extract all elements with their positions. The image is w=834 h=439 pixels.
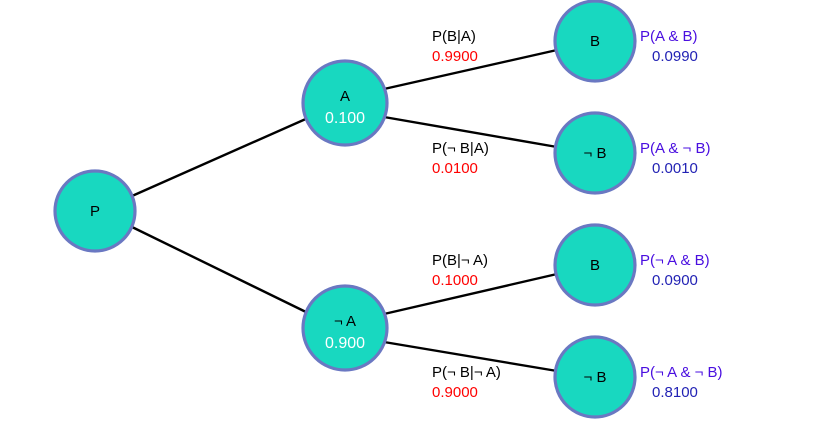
joint-value: 0.8100 [652, 384, 698, 401]
tree-node-A_notB[interactable]: ¬ B [553, 111, 637, 195]
tree-edge-P-to-A [130, 116, 310, 198]
edge-label-notA-to-notA_notB: P(¬ B|¬ A) 0.9000 [432, 364, 501, 401]
tree-node-A_B[interactable]: B [553, 0, 637, 83]
joint-value: 0.0990 [652, 48, 698, 65]
tree-edge-A-to-A_notB [382, 115, 559, 149]
joint-expression: P(A & B) [640, 28, 698, 45]
edge-label-A-to-A_B: P(B|A) 0.9900 [432, 28, 478, 65]
node-label-notA: ¬ A [334, 313, 356, 330]
node-label-notA_B: B [590, 257, 600, 274]
node-circle-A[interactable] [301, 59, 389, 147]
joint-label-notA_notB: P(¬ A & ¬ B) 0.8100 [640, 364, 723, 401]
joint-expression: P(¬ A & ¬ B) [640, 364, 723, 381]
tree-node-P[interactable]: P [53, 169, 137, 253]
tree-edge-notA-to-notA_notB [382, 340, 559, 373]
conditional-expression: P(B|A) [432, 28, 476, 45]
node-circle-notA_B[interactable] [553, 223, 637, 307]
node-circle-notA_notB[interactable] [553, 335, 637, 419]
tree-node-notA_B[interactable]: B [553, 223, 637, 307]
edge-label-A-to-A_notB: P(¬ B|A) 0.0100 [432, 140, 489, 177]
tree-node-notA[interactable]: ¬ A 0.900 [301, 284, 389, 372]
tree-edge-A-to-A_B [382, 48, 559, 91]
node-circle-notA[interactable] [301, 284, 389, 372]
conditional-value: 0.1000 [432, 272, 478, 289]
node-value-A: 0.100 [325, 110, 365, 127]
node-circle-A_notB[interactable] [553, 111, 637, 195]
tree-node-notA_notB[interactable]: ¬ B [553, 335, 637, 419]
node-value-notA: 0.900 [325, 335, 365, 352]
node-label-notA_notB: ¬ B [584, 369, 607, 386]
joint-expression: P(A & ¬ B) [640, 140, 710, 157]
node-circle-P[interactable] [53, 169, 137, 253]
tree-node-A[interactable]: A 0.100 [301, 59, 389, 147]
tree-edge-notA-to-notA_B [382, 272, 559, 316]
edges-layer [130, 48, 559, 373]
conditional-expression: P(B|¬ A) [432, 252, 488, 269]
joint-value: 0.0900 [652, 272, 698, 289]
conditional-expression: P(¬ B|A) [432, 140, 489, 157]
tree-edge-P-to-notA [130, 225, 310, 315]
joint-label-A_notB: P(A & ¬ B) 0.0010 [640, 140, 710, 177]
node-circle-A_B[interactable] [553, 0, 637, 83]
conditional-value: 0.0100 [432, 160, 478, 177]
joint-label-notA_B: P(¬ A & B) 0.0900 [640, 252, 710, 289]
joint-value: 0.0010 [652, 160, 698, 177]
node-label-A: A [340, 88, 350, 105]
nodes-layer: P A 0.100 ¬ A 0.900 B ¬ B B ¬ B [53, 0, 637, 419]
joint-expression: P(¬ A & B) [640, 252, 710, 269]
conditional-expression: P(¬ B|¬ A) [432, 364, 501, 381]
edge-label-notA-to-notA_B: P(B|¬ A) 0.1000 [432, 252, 488, 289]
node-label-A_notB: ¬ B [584, 145, 607, 162]
conditional-value: 0.9900 [432, 48, 478, 65]
joint-label-A_B: P(A & B) 0.0990 [640, 28, 698, 65]
node-label-A_B: B [590, 33, 600, 50]
conditional-value: 0.9000 [432, 384, 478, 401]
node-label-P: P [90, 203, 100, 220]
